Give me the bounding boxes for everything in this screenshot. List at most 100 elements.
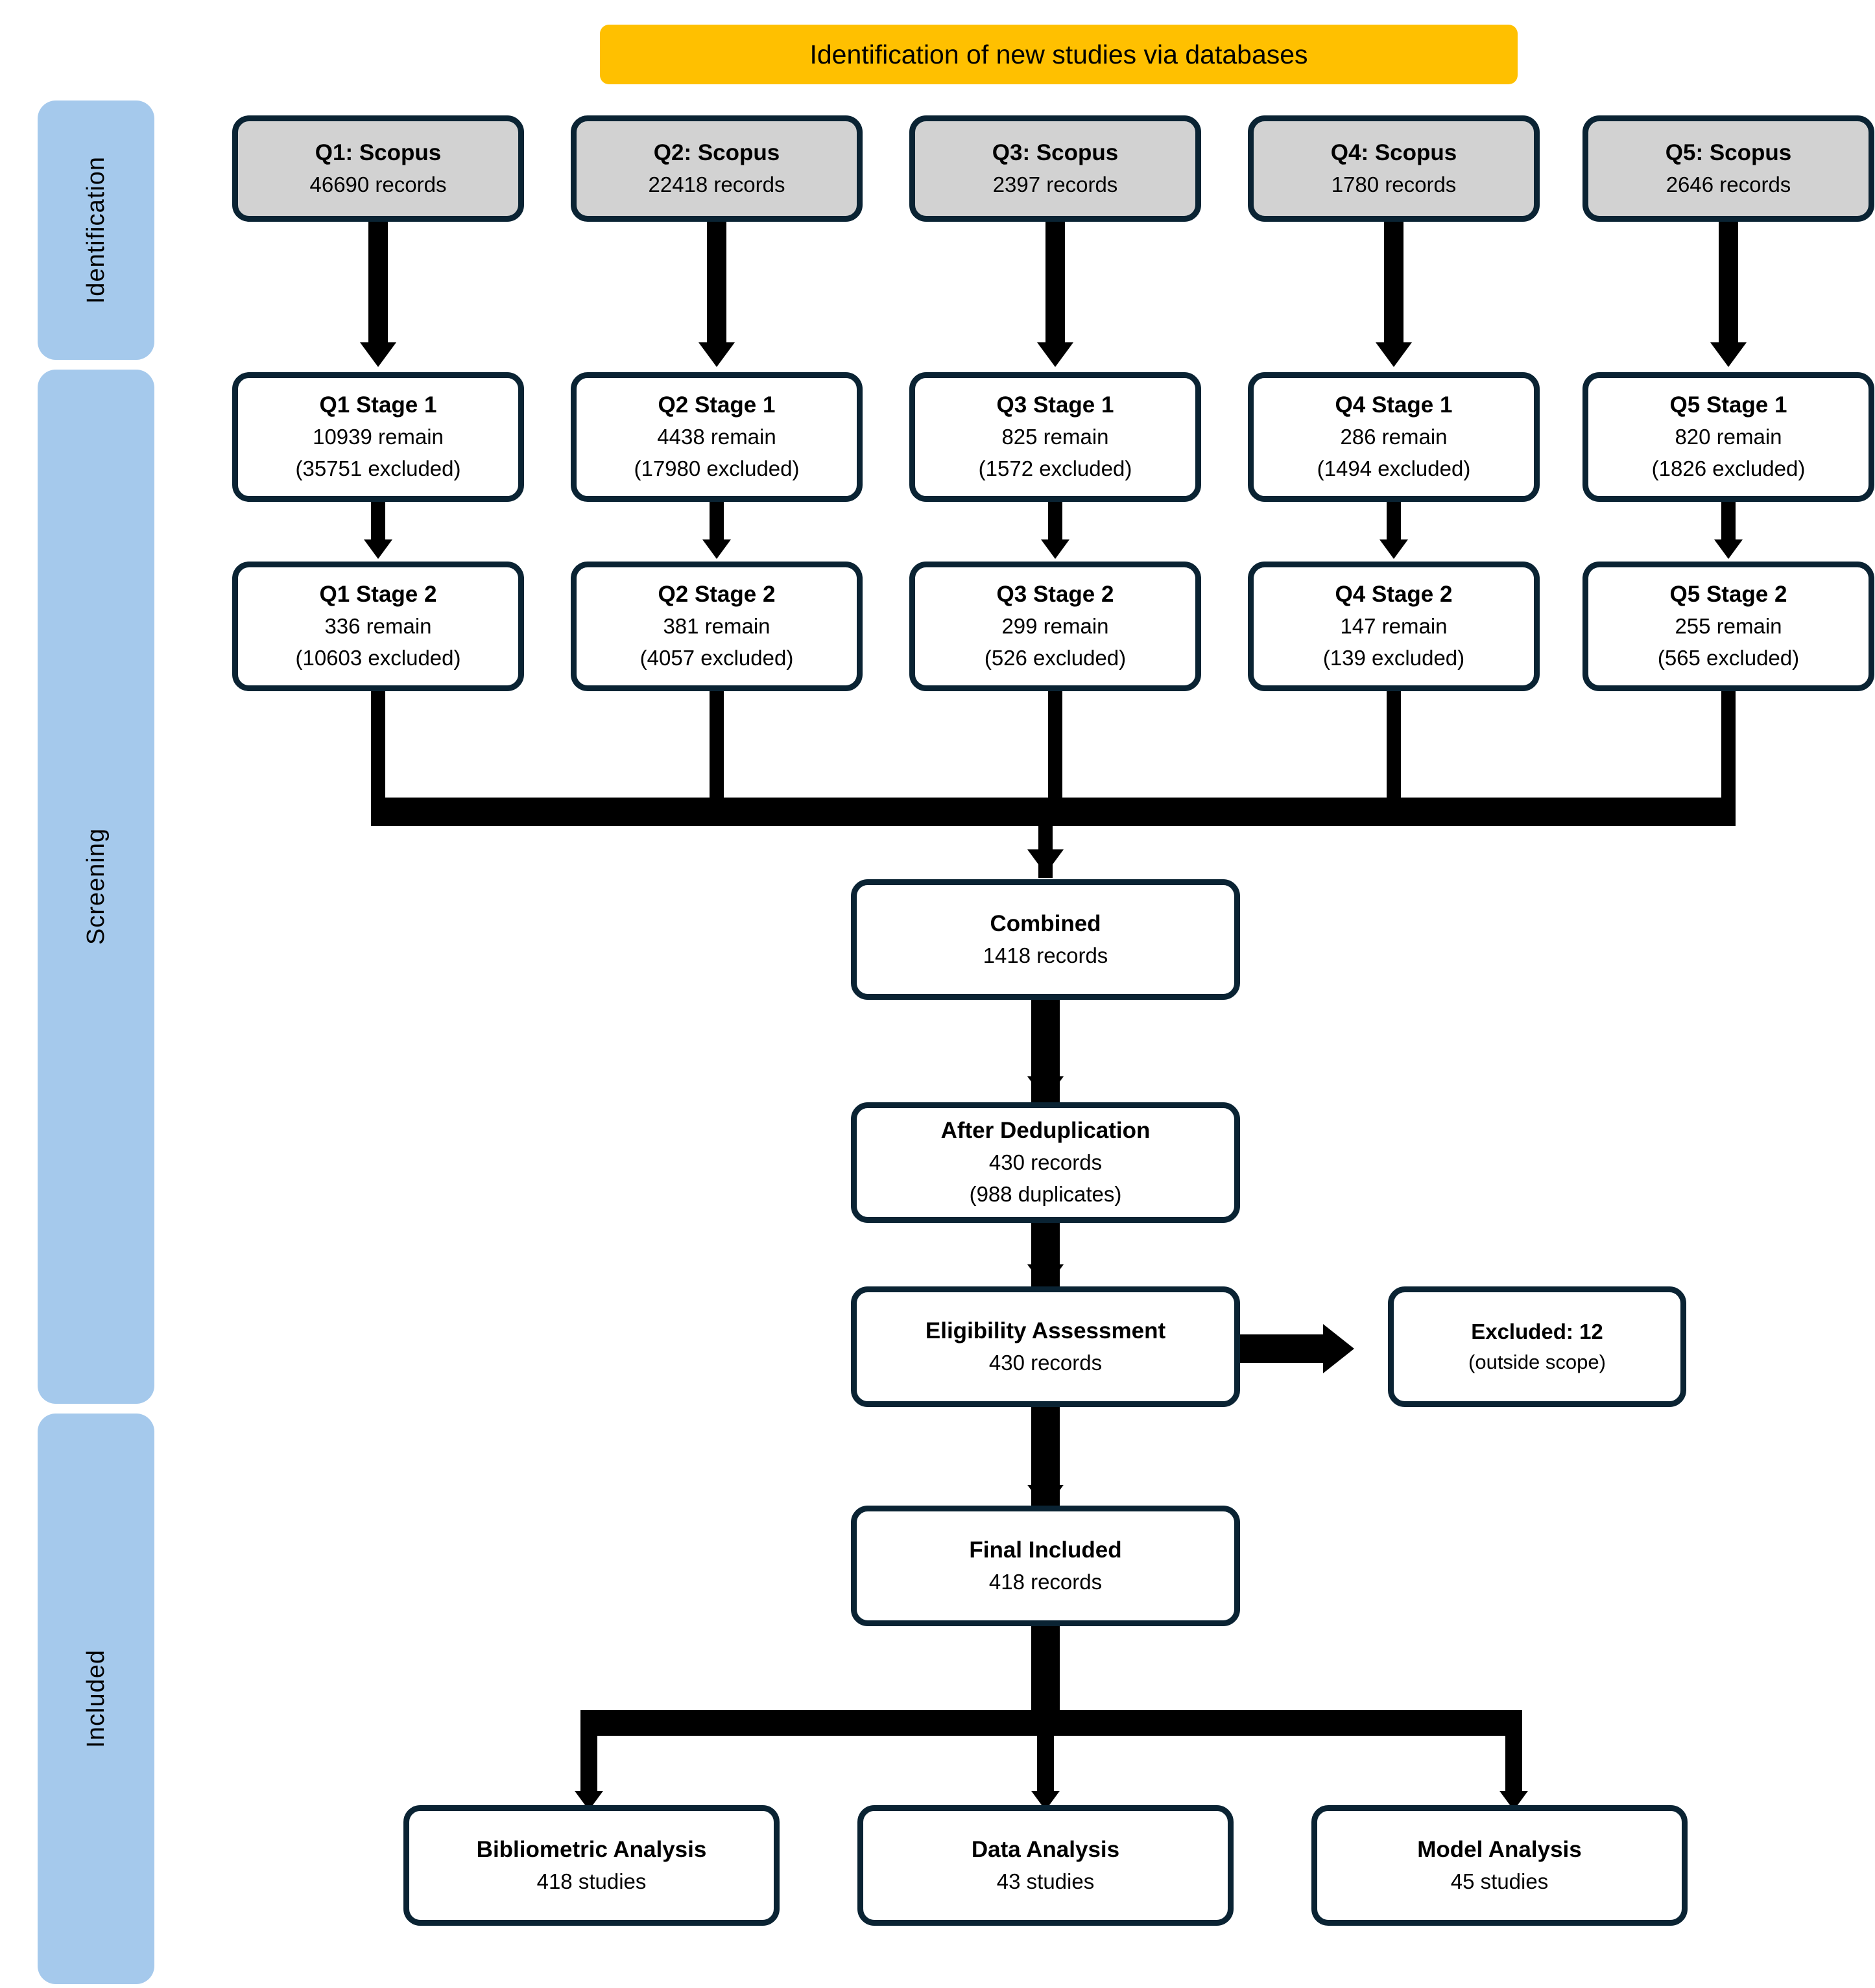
- stage1-box-q4[interactable]: Q4 Stage 1 286 remain (1494 excluded): [1248, 372, 1540, 502]
- arrow-q5-source-to-stage1: [1710, 342, 1747, 367]
- stage2-box-q3[interactable]: Q3 Stage 2 299 remain (526 excluded): [909, 562, 1201, 691]
- combined-box-title: Combined: [990, 910, 1101, 936]
- connector-eligibility-to-excluded: [1240, 1334, 1331, 1363]
- source-box-q3-records: 2397 records: [992, 172, 1118, 196]
- source-box-q3-title: Q3: Scopus: [992, 139, 1119, 165]
- arrow-merge-to-combined: [1027, 849, 1064, 874]
- stage1-box-q4-excluded: (1494 excluded): [1317, 456, 1471, 481]
- arrow-q5-stage1-to-stage2: [1714, 539, 1743, 559]
- stage2-box-q1-title: Q1 Stage 2: [319, 582, 437, 608]
- stage2-box-q4-excluded: (139 excluded): [1322, 646, 1465, 670]
- output-box-bibliometric-analysis[interactable]: Bibliometric Analysis 418 studies: [403, 1805, 780, 1926]
- stage1-box-q1-excluded: (35751 excluded): [295, 456, 461, 481]
- stage2-box-q4-title: Q4 Stage 2: [1335, 582, 1453, 608]
- connector-q2-source-to-stage1: [707, 222, 726, 344]
- merge-drop-q2: [710, 691, 724, 801]
- stage2-box-q2[interactable]: Q2 Stage 2 381 remain (4057 excluded): [571, 562, 863, 691]
- stage2-box-q2-excluded: (4057 excluded): [639, 646, 794, 670]
- stage1-box-q5-excluded: (1826 excluded): [1651, 456, 1806, 481]
- connector-q4-source-to-stage1: [1384, 222, 1403, 344]
- output-box-data-analysis-studies: 43 studies: [996, 1869, 1095, 1893]
- split-stem-from-final: [1031, 1626, 1060, 1712]
- source-box-q1-records: 46690 records: [309, 172, 447, 196]
- stage2-box-q5-remain: 255 remain: [1675, 614, 1782, 639]
- merge-drop-q4: [1387, 691, 1401, 801]
- source-box-q4-title: Q4: Scopus: [1330, 139, 1457, 165]
- connector-q3-source-to-stage1: [1045, 222, 1065, 344]
- stage2-box-q1-remain: 336 remain: [324, 614, 432, 639]
- stage1-box-q3[interactable]: Q3 Stage 1 825 remain (1572 excluded): [909, 372, 1201, 502]
- excluded-box[interactable]: Excluded: 12 (outside scope): [1388, 1286, 1686, 1407]
- stage2-box-q5[interactable]: Q5 Stage 2 255 remain (565 excluded): [1582, 562, 1874, 691]
- stage1-box-q1[interactable]: Q1 Stage 1 10939 remain (35751 excluded): [232, 372, 524, 502]
- stage2-box-q4[interactable]: Q4 Stage 2 147 remain (139 excluded): [1248, 562, 1540, 691]
- arrow-q3-stage1-to-stage2: [1041, 539, 1069, 559]
- excluded-box-reason: (outside scope): [1468, 1350, 1606, 1373]
- diagram-header-banner: Identification of new studies via databa…: [600, 25, 1518, 84]
- stage2-box-q1-excluded: (10603 excluded): [295, 646, 461, 670]
- arrow-q4-stage1-to-stage2: [1379, 539, 1408, 559]
- merge-bus-bar: [371, 798, 1736, 826]
- stage1-box-q4-remain: 286 remain: [1340, 425, 1448, 449]
- arrow-eligibility-to-excluded: [1323, 1324, 1354, 1373]
- eligibility-assessment-records: 430 records: [988, 1350, 1103, 1375]
- merge-drop-q5: [1721, 691, 1736, 801]
- stage2-box-q4-remain: 147 remain: [1340, 614, 1448, 639]
- split-bus-bar: [580, 1710, 1522, 1736]
- connector-q3-stage1-to-stage2: [1048, 502, 1062, 541]
- after-deduplication-title: After Deduplication: [940, 1118, 1151, 1144]
- connector-q5-stage1-to-stage2: [1721, 502, 1736, 541]
- arrow-q3-source-to-stage1: [1037, 342, 1073, 367]
- output-box-data-analysis[interactable]: Data Analysis 43 studies: [857, 1805, 1234, 1926]
- stage2-box-q1[interactable]: Q1 Stage 2 336 remain (10603 excluded): [232, 562, 524, 691]
- connector-q5-source-to-stage1: [1719, 222, 1738, 344]
- source-box-q2[interactable]: Q2: Scopus 22418 records: [571, 115, 863, 222]
- stage1-box-q3-excluded: (1572 excluded): [978, 456, 1132, 481]
- eligibility-assessment-box[interactable]: Eligibility Assessment 430 records: [851, 1286, 1240, 1407]
- stage-rail-screening: Screening: [38, 370, 154, 1404]
- stage1-box-q2-remain: 4438 remain: [657, 425, 776, 449]
- source-box-q2-records: 22418 records: [648, 172, 785, 196]
- output-box-data-analysis-title: Data Analysis: [971, 1836, 1120, 1862]
- combined-box-records: 1418 records: [983, 943, 1108, 967]
- final-included-box[interactable]: Final Included 418 records: [851, 1506, 1240, 1626]
- source-box-q3[interactable]: Q3: Scopus 2397 records: [909, 115, 1201, 222]
- after-deduplication-duplicates: (988 duplicates): [969, 1182, 1122, 1207]
- output-box-bibliometric-analysis-title: Bibliometric Analysis: [476, 1836, 707, 1862]
- stage1-box-q1-title: Q1 Stage 1: [319, 392, 437, 418]
- output-box-bibliometric-analysis-studies: 418 studies: [536, 1869, 647, 1893]
- source-box-q5[interactable]: Q5: Scopus 2646 records: [1582, 115, 1874, 222]
- arrow-eligibility-to-final: [1027, 1485, 1064, 1509]
- source-box-q4[interactable]: Q4: Scopus 1780 records: [1248, 115, 1540, 222]
- stage-rail-included: Included: [38, 1414, 154, 1984]
- stage-rail-label-identification: Identification: [82, 156, 110, 304]
- stage1-box-q2-excluded: (17980 excluded): [634, 456, 800, 481]
- stage1-box-q4-title: Q4 Stage 1: [1335, 392, 1453, 418]
- stage2-box-q5-title: Q5 Stage 2: [1669, 582, 1787, 608]
- output-box-model-analysis-studies: 45 studies: [1450, 1869, 1549, 1893]
- output-box-model-analysis[interactable]: Model Analysis 45 studies: [1311, 1805, 1688, 1926]
- combined-box[interactable]: Combined 1418 records: [851, 879, 1240, 1000]
- arrow-combined-to-dedup: [1027, 1076, 1064, 1101]
- stage1-box-q2-title: Q2 Stage 1: [658, 392, 776, 418]
- connector-q4-stage1-to-stage2: [1387, 502, 1401, 541]
- arrow-q2-source-to-stage1: [699, 342, 735, 367]
- after-deduplication-box[interactable]: After Deduplication 430 records (988 dup…: [851, 1102, 1240, 1223]
- connector-q1-stage1-to-stage2: [371, 502, 385, 541]
- stage-rail-label-screening: Screening: [82, 828, 110, 945]
- source-box-q5-records: 2646 records: [1666, 172, 1791, 196]
- split-drop-data-analysis: [1037, 1736, 1054, 1797]
- arrow-dedup-to-eligibility: [1027, 1264, 1064, 1289]
- excluded-box-title: Excluded: 12: [1471, 1319, 1603, 1344]
- source-box-q1[interactable]: Q1: Scopus 46690 records: [232, 115, 524, 222]
- arrow-q2-stage1-to-stage2: [702, 539, 731, 559]
- stage1-box-q2[interactable]: Q2 Stage 1 4438 remain (17980 excluded): [571, 372, 863, 502]
- stage-rail-identification: Identification: [38, 101, 154, 360]
- stage1-box-q3-title: Q3 Stage 1: [996, 392, 1114, 418]
- diagram-header-title: Identification of new studies via databa…: [809, 39, 1308, 69]
- stage1-box-q5[interactable]: Q5 Stage 1 820 remain (1826 excluded): [1582, 372, 1874, 502]
- arrow-q4-source-to-stage1: [1376, 342, 1412, 367]
- after-deduplication-records: 430 records: [988, 1150, 1103, 1175]
- stage2-box-q2-remain: 381 remain: [663, 614, 770, 639]
